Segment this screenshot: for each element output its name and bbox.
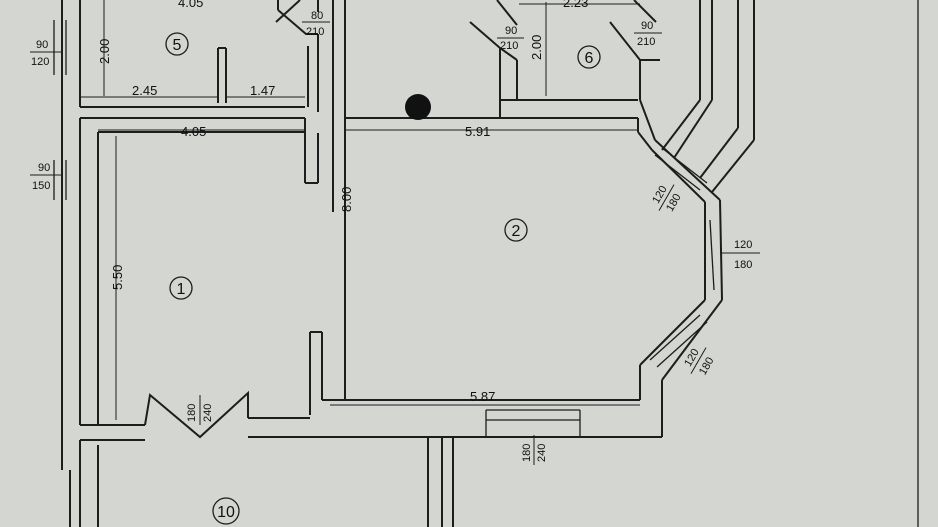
svg-text:90: 90 xyxy=(641,20,653,32)
dimension-labels: 4.05 2.00 2.45 1.47 4.05 5.50 8.00 5.91 … xyxy=(97,0,588,404)
dim-room2-height: 8.00 xyxy=(339,187,354,212)
door-room6-left-label: 90 210 xyxy=(497,25,524,52)
svg-text:180: 180 xyxy=(186,404,198,422)
marker-dot xyxy=(405,94,431,120)
svg-text:240: 240 xyxy=(202,404,214,422)
svg-text:6: 6 xyxy=(585,50,594,67)
svg-text:5: 5 xyxy=(173,37,182,54)
dim-room1-height: 5.50 xyxy=(110,265,125,290)
window-right-label: 120 180 xyxy=(722,239,760,271)
dim-room5-height: 2.00 xyxy=(97,39,112,64)
svg-text:180: 180 xyxy=(734,259,752,271)
svg-text:120: 120 xyxy=(734,239,752,251)
window-left-upper-label: 90 120 xyxy=(30,39,62,68)
door-room5-label: 80 210 xyxy=(302,10,330,38)
svg-text:150: 150 xyxy=(32,180,50,192)
svg-text:240: 240 xyxy=(536,444,548,462)
window-diag-upper-label: 120 180 xyxy=(650,184,684,214)
dim-top-left: 4.05 xyxy=(178,0,203,10)
svg-text:180: 180 xyxy=(521,444,533,462)
svg-text:90: 90 xyxy=(36,39,48,51)
dim-room6-height: 2.00 xyxy=(529,35,544,60)
svg-text:210: 210 xyxy=(637,36,655,48)
room-10-label: 10 xyxy=(212,497,240,525)
room-6-label: 6 xyxy=(577,45,601,69)
svg-text:90: 90 xyxy=(505,25,517,37)
door-bottom-label: 180 240 xyxy=(521,435,548,465)
svg-text:120: 120 xyxy=(31,56,49,68)
svg-text:210: 210 xyxy=(500,40,518,52)
dim-room6-width: 2.23 xyxy=(563,0,588,10)
dim-room5-width-a: 2.45 xyxy=(132,83,157,98)
dim-room5-width-b: 1.47 xyxy=(250,83,275,98)
svg-text:2: 2 xyxy=(512,223,521,240)
door-room6-right-label: 90 210 xyxy=(634,20,662,48)
room-5-label: 5 xyxy=(165,32,189,56)
window-left-mid-label: 90 150 xyxy=(30,162,62,192)
svg-text:210: 210 xyxy=(306,26,324,38)
opening-labels: 90 120 90 150 80 210 90 210 90 210 120 1… xyxy=(30,10,760,465)
dim-room1-width: 4.05 xyxy=(181,124,206,139)
dimension-lines xyxy=(80,0,640,420)
room-2-label: 2 xyxy=(504,218,528,242)
room-labels: 5 6 1 2 10 xyxy=(165,32,601,525)
svg-text:10: 10 xyxy=(217,504,235,521)
door-entry-label: 180 240 xyxy=(186,395,214,425)
room-1-label: 1 xyxy=(169,276,193,300)
svg-text:180: 180 xyxy=(664,192,684,214)
svg-text:90: 90 xyxy=(38,162,50,174)
dim-room2-width-top: 5.91 xyxy=(465,124,490,139)
svg-text:80: 80 xyxy=(311,10,323,22)
svg-text:1: 1 xyxy=(177,281,186,298)
dim-room2-width-bottom: 5.87 xyxy=(470,389,495,404)
walls xyxy=(53,0,919,527)
